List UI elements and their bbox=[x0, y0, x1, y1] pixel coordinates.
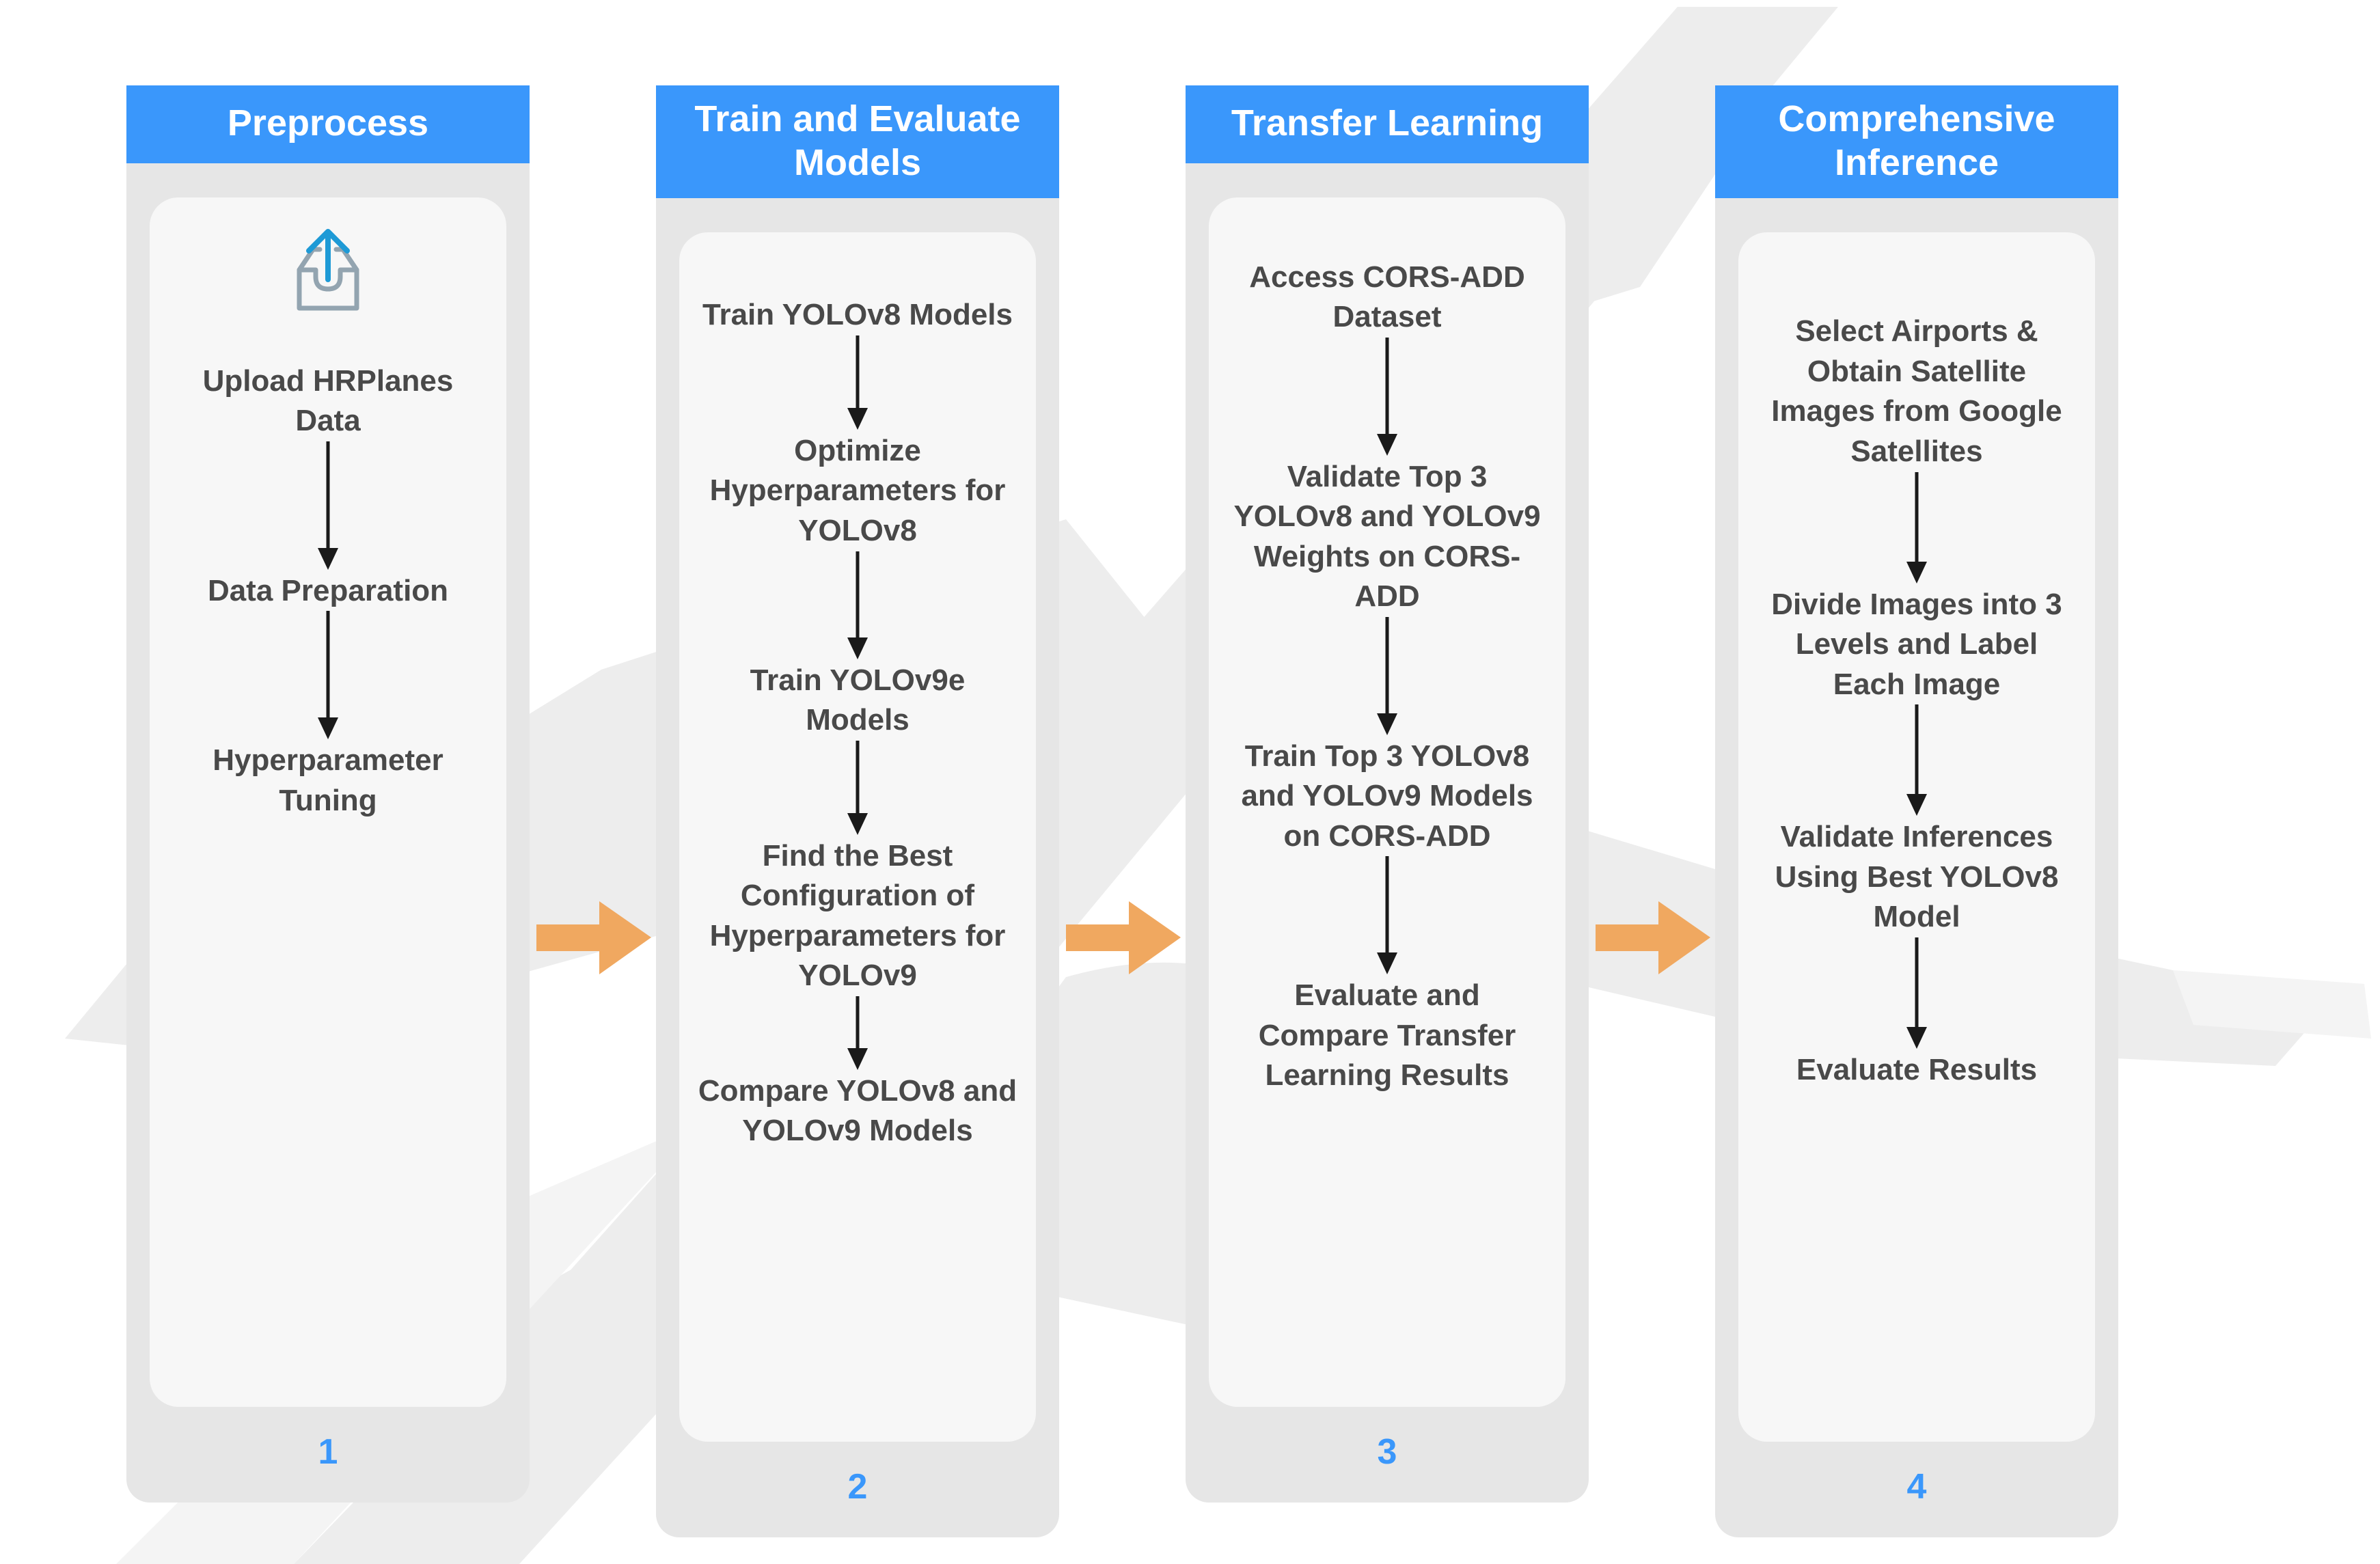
down-arrow-icon bbox=[1377, 856, 1397, 975]
stage-4-step-card: Select Airports & Obtain Satellite Image… bbox=[1738, 232, 2095, 1442]
step-label: Optimize Hyperparameters for YOLOv8 bbox=[709, 433, 1006, 547]
down-arrow-icon bbox=[847, 996, 868, 1070]
stage-4-body: Select Airports & Obtain Satellite Image… bbox=[1715, 198, 2118, 1538]
down-arrow-icon bbox=[318, 441, 338, 570]
step-label: Hyperparameter Tuning bbox=[213, 743, 443, 817]
down-arrow-icon bbox=[1377, 337, 1397, 456]
step-label: Validate Top 3 YOLOv8 and YOLOv9 Weights… bbox=[1233, 459, 1541, 614]
stage-2-step-card: Train YOLOv8 Models Optimize Hyperparame… bbox=[679, 232, 1036, 1442]
stage-3-transfer-learning[interactable]: Transfer Learning Access CORS-ADD Datase… bbox=[1186, 85, 1589, 1503]
stage-1-body: Upload HRPlanes Data Data Preparation Hy… bbox=[126, 163, 530, 1503]
stage-3-body: Access CORS-ADD Dataset Validate Top 3 Y… bbox=[1186, 163, 1589, 1503]
right-arrow-icon bbox=[1596, 901, 1710, 974]
step-label: Select Airports & Obtain Satellite Image… bbox=[1771, 314, 2062, 468]
step-label: Find the Best Configuration of Hyperpara… bbox=[709, 838, 1006, 993]
step-label: Train YOLOv8 Models bbox=[702, 298, 1013, 332]
stage-3-title: Transfer Learning bbox=[1231, 102, 1544, 143]
stage-1-title: Preprocess bbox=[227, 102, 429, 143]
step-label: Compare YOLOv8 and YOLOv9 Models bbox=[698, 1073, 1017, 1148]
step-label: Evaluate and Compare Transfer Learning R… bbox=[1258, 978, 1516, 1093]
step-label: Data Preparation bbox=[207, 573, 449, 607]
stage-4-number: 4 bbox=[1906, 1467, 1927, 1507]
stage-3-number: 3 bbox=[1377, 1431, 1397, 1472]
stage-3-step-card: Access CORS-ADD Dataset Validate Top 3 Y… bbox=[1209, 197, 1565, 1407]
down-arrow-icon bbox=[1906, 471, 1927, 584]
stage-1-header: Preprocess bbox=[126, 85, 530, 163]
step-label: Divide Images into 3 Levels and Label Ea… bbox=[1771, 587, 2062, 701]
stage-1-number: 1 bbox=[318, 1431, 338, 1472]
step-label: Access CORS-ADD Dataset bbox=[1249, 260, 1525, 334]
stage-4-comprehensive-inference[interactable]: Comprehensive Inference Select Airports … bbox=[1715, 85, 2118, 1538]
down-arrow-icon bbox=[847, 551, 868, 659]
step-label: Train YOLOv9e Models bbox=[750, 663, 966, 737]
down-arrow-icon bbox=[847, 335, 868, 430]
down-arrow-icon bbox=[318, 611, 338, 740]
right-arrow-icon bbox=[536, 901, 651, 974]
stage-4-title: Comprehensive Inference bbox=[1778, 98, 2055, 183]
down-arrow-icon bbox=[1906, 704, 1927, 817]
stage-2-body: Train YOLOv8 Models Optimize Hyperparame… bbox=[656, 198, 1059, 1538]
down-arrow-icon bbox=[1906, 937, 1927, 1049]
stage-3-header: Transfer Learning bbox=[1186, 85, 1589, 163]
step-label: Evaluate Results bbox=[1796, 1052, 2038, 1086]
stage-1-step-card: Upload HRPlanes Data Data Preparation Hy… bbox=[150, 197, 506, 1407]
step-label: Train Top 3 YOLOv8 and YOLOv9 Models on … bbox=[1241, 739, 1533, 853]
right-arrow-icon bbox=[1066, 901, 1181, 974]
stage-2-header: Train and Evaluate Models bbox=[656, 85, 1059, 199]
stage-2-number: 2 bbox=[847, 1467, 868, 1507]
step-label: Upload HRPlanes Data bbox=[202, 363, 454, 438]
down-arrow-icon bbox=[847, 740, 868, 835]
upload-tray-icon bbox=[297, 228, 359, 311]
stage-1-preprocess[interactable]: Preprocess Upload HRPlanes Data Data Pre… bbox=[126, 85, 530, 1503]
stage-4-header: Comprehensive Inference bbox=[1715, 85, 2118, 199]
down-arrow-icon bbox=[1377, 616, 1397, 735]
step-label: Validate Inferences Using Best YOLOv8 Mo… bbox=[1775, 820, 2059, 934]
stage-2-train-and-evaluate-models[interactable]: Train and Evaluate Models Train YOLOv8 M… bbox=[656, 85, 1059, 1538]
stage-2-title: Train and Evaluate Models bbox=[694, 98, 1021, 183]
